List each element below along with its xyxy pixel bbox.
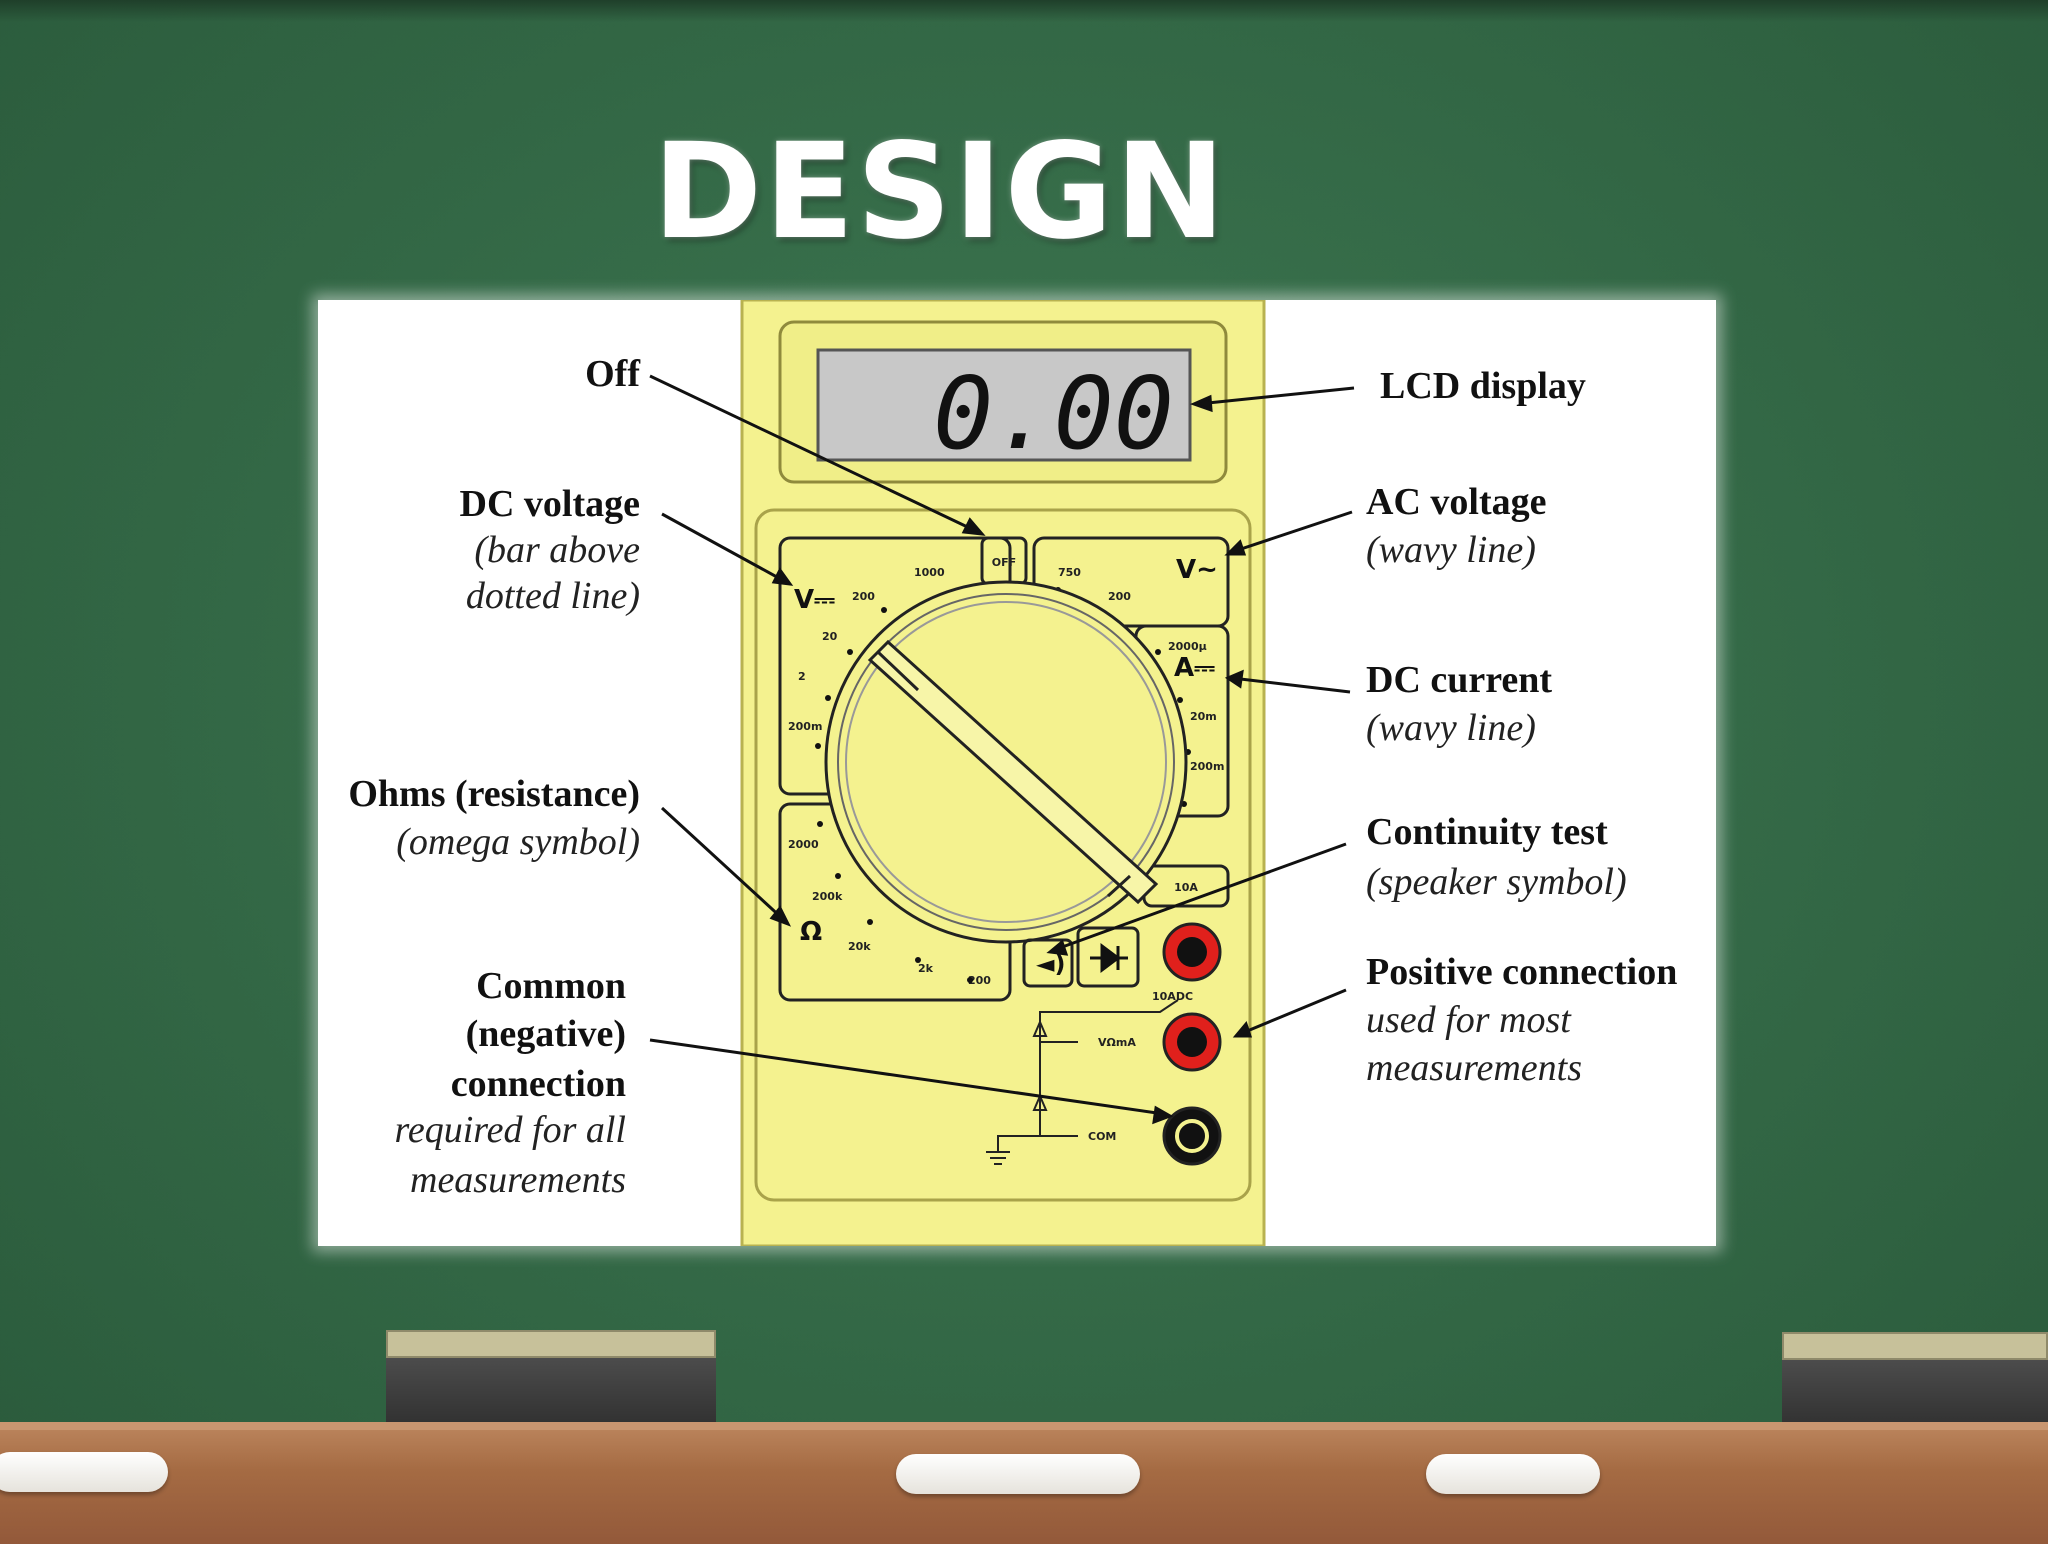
label-dc-voltage-sub1: (bar above <box>474 529 640 571</box>
range-label: 200m <box>788 720 822 733</box>
range-label: 2 <box>798 670 806 683</box>
eraser-body <box>386 1358 716 1430</box>
jack-com-ring <box>1175 1119 1209 1153</box>
label-dc-voltage: DC voltage <box>460 483 640 525</box>
range-label: 2000 <box>788 838 819 851</box>
continuity-box <box>1022 938 1074 988</box>
board-top-shadow <box>0 0 2048 22</box>
fuse-symbol <box>1032 1019 1048 1111</box>
lcd-screen <box>816 348 1192 462</box>
jack-com-label: COM <box>1088 1130 1116 1143</box>
eraser-left <box>386 1330 716 1430</box>
range-label: 2k <box>918 962 934 975</box>
multimeter-diagram-svg: 0.00 OFF 10A V⎓ V~ A⎓ Ω 1000 200 20 2 20… <box>348 300 1677 1246</box>
multimeter-diagram: 0.00 OFF 10A V⎓ V~ A⎓ Ω 1000 200 20 2 20… <box>318 300 1716 1246</box>
label-common-sub1: required for all <box>394 1109 626 1151</box>
rotary-knob-grip <box>876 650 1132 898</box>
label-ac-voltage-sub1: (wavy line) <box>1366 529 1536 571</box>
rotary-knob-ring-inner <box>845 601 1167 923</box>
jack-10a-hole <box>1177 937 1207 967</box>
chalk-piece <box>0 1452 168 1492</box>
label-common-1: Common <box>476 965 626 1007</box>
diode-box <box>1076 926 1140 988</box>
range-label: 2000μ <box>1168 640 1207 653</box>
label-ohms: Ohms (resistance) <box>348 773 640 815</box>
chalk-piece <box>896 1454 1140 1494</box>
leader-lines <box>649 374 1355 1125</box>
label-positive-sub2: measurements <box>1366 1047 1582 1089</box>
range-label: 20 <box>822 630 838 643</box>
label-common-3: connection <box>451 1063 626 1105</box>
eraser-body <box>1782 1360 2048 1432</box>
label-positive: Positive connection <box>1366 951 1677 993</box>
label-ohms-sub1: (omega symbol) <box>396 821 640 863</box>
off-mark: OFF <box>992 556 1016 569</box>
lcd-reading: 0.00 <box>933 355 1174 472</box>
label-common-sub2: measurements <box>410 1159 626 1201</box>
label-dc-current-sub1: (wavy line) <box>1366 707 1536 749</box>
range-label: 200 <box>968 974 991 987</box>
eraser-felt <box>386 1330 716 1358</box>
label-positive-sub1: used for most <box>1366 999 1572 1041</box>
rotary-knob-pointer <box>867 639 1159 905</box>
range-label: 200k <box>812 890 843 903</box>
jack-vma-hole <box>1177 1027 1207 1057</box>
jack-com[interactable] <box>1162 1106 1222 1166</box>
label-lcd-display: LCD display <box>1380 365 1586 407</box>
label-off: Off <box>585 353 641 395</box>
range-label: 20m <box>1190 710 1217 723</box>
range-label: 1000 <box>914 566 945 579</box>
acv-symbol: V~ <box>1176 555 1218 585</box>
range-label: 200 <box>1108 590 1131 603</box>
label-dc-voltage-sub2: dotted line) <box>466 575 640 617</box>
range-label: 20k <box>848 940 871 953</box>
range-label: 750 <box>1058 566 1081 579</box>
range-label: 200 <box>852 590 875 603</box>
label-dc-current: DC current <box>1366 659 1552 701</box>
acv-zone <box>1032 536 1230 628</box>
eraser-felt <box>1782 1332 2048 1360</box>
jack-vma-label: VΩmA <box>1098 1036 1136 1049</box>
meter-inner-frame <box>754 508 1252 1202</box>
jack-wiring <box>986 999 1179 1165</box>
label-continuity: Continuity test <box>1366 811 1608 853</box>
label-ac-voltage: AC voltage <box>1366 481 1546 523</box>
slide-title: DESIGN <box>652 115 1228 269</box>
diode-icon <box>1090 943 1128 973</box>
eraser-right <box>1782 1332 2048 1432</box>
chalk-piece <box>1426 1454 1600 1494</box>
dcv-symbol: V⎓ <box>794 585 835 615</box>
dca-symbol: A⎓ <box>1174 653 1215 683</box>
label-continuity-sub1: (speaker symbol) <box>1366 861 1627 903</box>
label-common-2: (negative) <box>466 1013 626 1055</box>
range-label: 200m <box>1190 760 1224 773</box>
jack-10a-label: 10ADC <box>1152 990 1193 1003</box>
ohm-symbol: Ω <box>800 917 822 947</box>
range-10a-label: 10A <box>1174 881 1198 894</box>
rotary-knob-ring <box>837 593 1175 931</box>
